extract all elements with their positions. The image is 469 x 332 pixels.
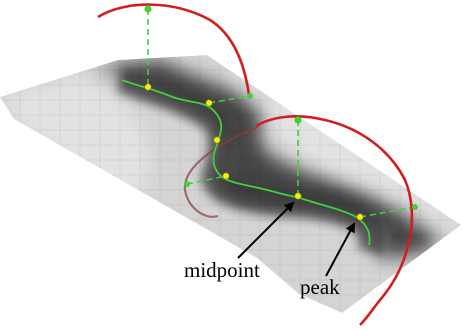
arrow-icon-midpoint xyxy=(237,201,295,259)
arc-left xyxy=(97,3,251,96)
dashed-guides xyxy=(147,9,416,218)
peak-label: peak xyxy=(300,275,340,299)
back-arc-right-under-surface xyxy=(183,125,259,218)
midpoint-label: midpoint xyxy=(184,258,260,282)
arrow-icon-peak xyxy=(325,222,355,277)
yellow-markers xyxy=(144,83,364,221)
green-markers xyxy=(144,5,418,210)
arc-right xyxy=(255,115,414,326)
